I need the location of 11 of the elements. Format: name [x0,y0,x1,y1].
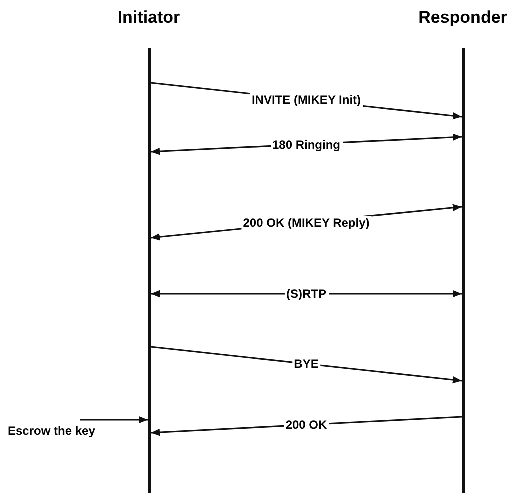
note-text: Escrow the key [8,424,96,438]
participant-heading: Responder [418,8,508,28]
edge-label: (S)RTP [284,287,328,301]
edge-label: 180 Ringing [270,138,342,152]
edge-label: 200 OK (MIKEY Reply) [241,216,372,230]
edge-label: INVITE (MIKEY Init) [250,93,364,107]
edge-label: 200 OK [284,418,330,432]
participant-heading: Initiator [118,8,180,28]
edge-label: BYE [292,357,321,371]
message-arrow [150,346,462,384]
message-arrow [80,416,148,424]
